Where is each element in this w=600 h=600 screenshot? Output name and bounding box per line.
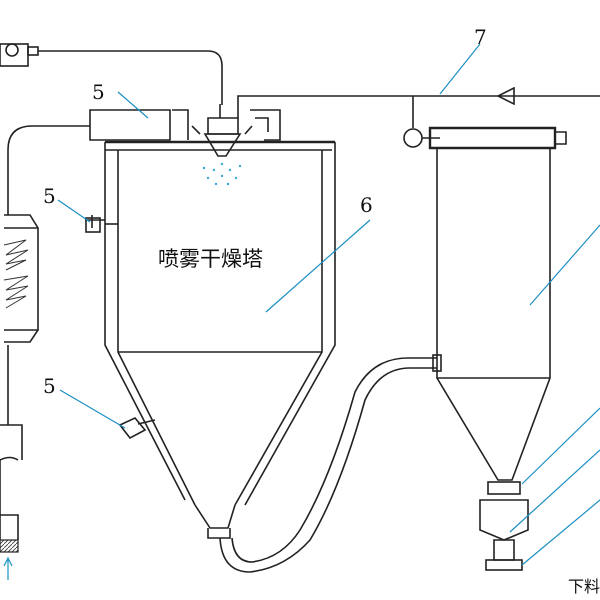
label-pipe: 7 bbox=[474, 25, 487, 49]
label-heater-damper: 5 bbox=[92, 80, 105, 104]
discharge-label: 下料 bbox=[568, 577, 600, 596]
spray-mist bbox=[202, 162, 242, 186]
label-tower: 6 bbox=[360, 193, 373, 217]
cyclone-separator bbox=[428, 126, 567, 571]
transfer-duct bbox=[219, 367, 437, 573]
valve-upper-icon bbox=[85, 215, 118, 233]
drying-tower bbox=[89, 109, 336, 539]
label-valve-lower: 5 bbox=[43, 374, 56, 398]
air-line bbox=[38, 50, 223, 105]
valve-lower-icon bbox=[118, 417, 156, 440]
air-heater bbox=[0, 125, 90, 580]
pressure-gauge-icon bbox=[403, 128, 423, 148]
exhaust-pipe bbox=[219, 86, 600, 148]
tower-title: 喷雾干燥塔 bbox=[158, 247, 263, 271]
blower-fan bbox=[0, 43, 39, 67]
label-valve-upper: 5 bbox=[43, 184, 56, 208]
